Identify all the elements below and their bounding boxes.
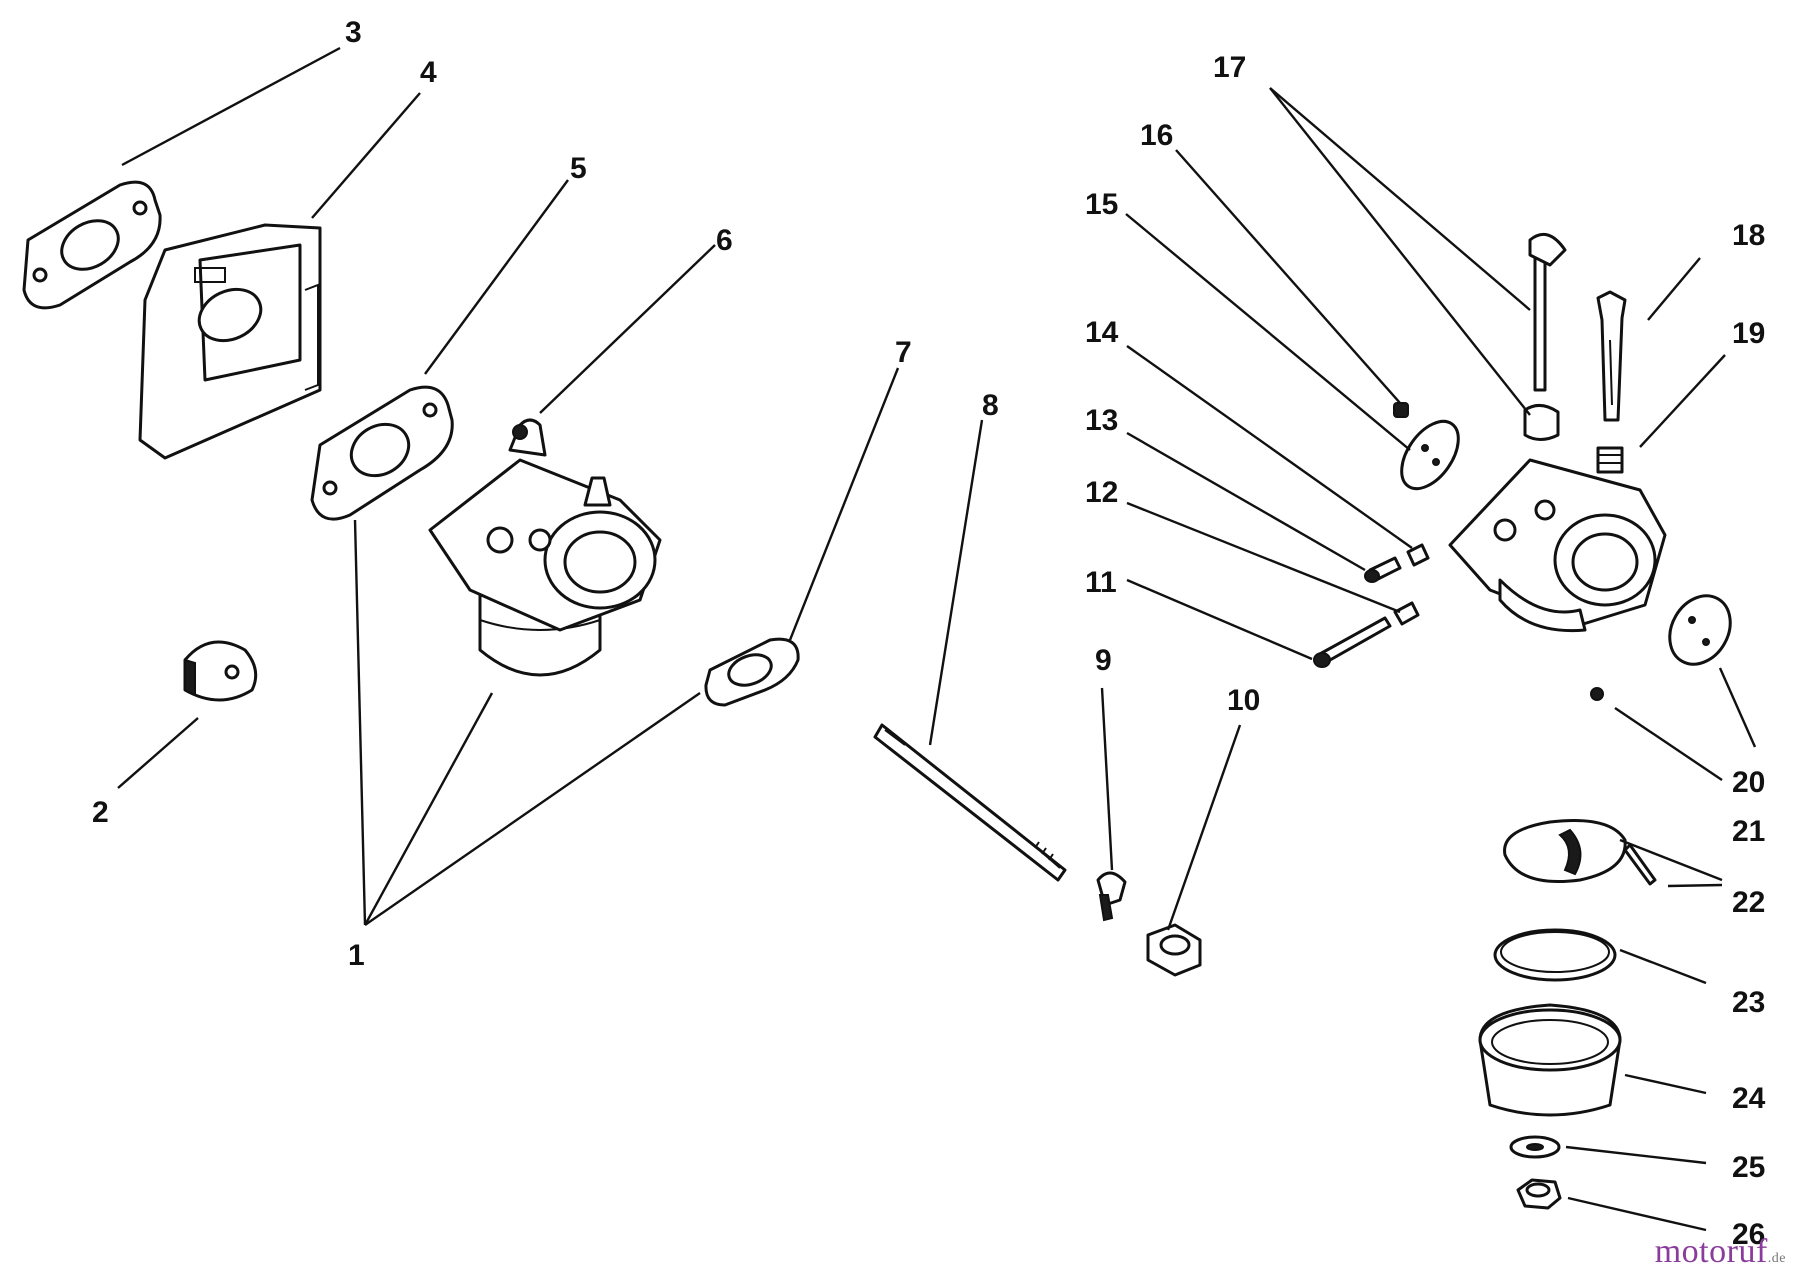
leader-2 bbox=[117, 717, 199, 789]
callout-23: 23 bbox=[1732, 986, 1765, 1019]
callout-15: 15 bbox=[1085, 188, 1118, 221]
callout-4: 4 bbox=[420, 56, 437, 89]
callout-3: 3 bbox=[345, 16, 362, 49]
part-12-screw bbox=[1393, 601, 1420, 626]
callout-10: 10 bbox=[1227, 684, 1260, 717]
leader-17a bbox=[1269, 87, 1531, 311]
leader-6 bbox=[539, 244, 716, 414]
callout-6: 6 bbox=[716, 224, 733, 257]
watermark-text: motoruf bbox=[1654, 1233, 1768, 1270]
leader-lines bbox=[117, 46, 1757, 1232]
leader-17b bbox=[1269, 87, 1531, 416]
callout-8: 8 bbox=[982, 389, 999, 422]
leader-21 bbox=[1614, 707, 1723, 781]
callout-7: 7 bbox=[895, 336, 912, 369]
part-14-spring bbox=[1406, 543, 1430, 567]
part-20-plate bbox=[1668, 594, 1732, 666]
leader-10 bbox=[1166, 724, 1242, 931]
callout-2: 2 bbox=[92, 796, 109, 829]
leader-12 bbox=[1126, 501, 1401, 614]
part-10-nut bbox=[1146, 923, 1202, 977]
part-23-oring bbox=[1493, 928, 1617, 982]
part-22-float bbox=[1503, 818, 1657, 886]
part-19-seat bbox=[1596, 446, 1624, 474]
callout-24: 24 bbox=[1732, 1082, 1766, 1115]
part-4-plate bbox=[138, 223, 322, 460]
leader-24 bbox=[1624, 1073, 1707, 1095]
callout-12: 12 bbox=[1085, 476, 1118, 509]
leader-15 bbox=[1125, 213, 1411, 451]
leader-20 bbox=[1718, 667, 1757, 748]
leader-22a bbox=[1619, 838, 1723, 882]
leader-9 bbox=[1100, 687, 1114, 871]
part-6-carburetor-left bbox=[428, 418, 662, 677]
part-2-knob bbox=[183, 640, 258, 702]
part-13-screw bbox=[1364, 556, 1402, 583]
part-26-nut bbox=[1516, 1178, 1562, 1210]
part-25-washer bbox=[1509, 1135, 1561, 1159]
callout-11: 11 bbox=[1085, 566, 1117, 599]
callout-1: 1 bbox=[348, 939, 365, 972]
part-8-stud bbox=[873, 723, 1067, 882]
part-7-gasket bbox=[704, 637, 800, 707]
leader-16 bbox=[1175, 149, 1401, 404]
part-15-disc bbox=[1400, 419, 1460, 491]
watermark: motoruf.de bbox=[1655, 1233, 1786, 1271]
callout-21: 21 bbox=[1732, 815, 1765, 848]
callout-25: 25 bbox=[1732, 1151, 1765, 1184]
part-18-needle bbox=[1596, 290, 1627, 422]
callout-14: 14 bbox=[1085, 316, 1119, 349]
leader-3 bbox=[121, 46, 341, 167]
watermark-suffix: .de bbox=[1767, 1251, 1786, 1266]
callout-26: 26 bbox=[1732, 1218, 1765, 1251]
leader-23 bbox=[1619, 948, 1707, 985]
callout-9: 9 bbox=[1095, 644, 1112, 677]
carburetor-body-right bbox=[1448, 458, 1667, 633]
part-24-bowl bbox=[1478, 1003, 1622, 1117]
leader-14 bbox=[1126, 345, 1413, 549]
leader-26 bbox=[1567, 1196, 1707, 1232]
leader-1b bbox=[363, 692, 494, 926]
part-17-shaft bbox=[1523, 232, 1567, 441]
callout-labels: 3 4 5 6 7 8 9 10 11 12 13 14 15 16 17 18… bbox=[92, 16, 1766, 1251]
part-3-gasket bbox=[22, 180, 162, 310]
leader-11 bbox=[1126, 578, 1313, 661]
callout-13: 13 bbox=[1085, 404, 1118, 437]
part-21-ball bbox=[1590, 687, 1604, 701]
leader-5 bbox=[424, 179, 569, 375]
leader-25 bbox=[1565, 1145, 1707, 1165]
callout-16: 16 bbox=[1140, 119, 1173, 152]
leader-18 bbox=[1647, 257, 1701, 321]
leader-8 bbox=[928, 419, 984, 746]
leader-13 bbox=[1126, 431, 1366, 572]
leader-4 bbox=[311, 92, 421, 219]
leader-1c bbox=[364, 692, 701, 926]
leader-7 bbox=[788, 367, 900, 641]
callout-22: 22 bbox=[1732, 886, 1765, 919]
leader-22b bbox=[1667, 883, 1723, 888]
leader-1a bbox=[353, 519, 367, 926]
callout-20: 20 bbox=[1732, 766, 1765, 799]
part-11-screw bbox=[1313, 616, 1392, 668]
callout-19: 19 bbox=[1732, 317, 1765, 350]
callout-18: 18 bbox=[1732, 219, 1765, 252]
part-9-clip bbox=[1096, 871, 1127, 922]
callout-5: 5 bbox=[570, 152, 587, 185]
leader-19 bbox=[1639, 354, 1726, 448]
callout-17: 17 bbox=[1213, 51, 1246, 84]
part-16-screw bbox=[1393, 402, 1409, 418]
part-5-gasket bbox=[310, 385, 454, 521]
